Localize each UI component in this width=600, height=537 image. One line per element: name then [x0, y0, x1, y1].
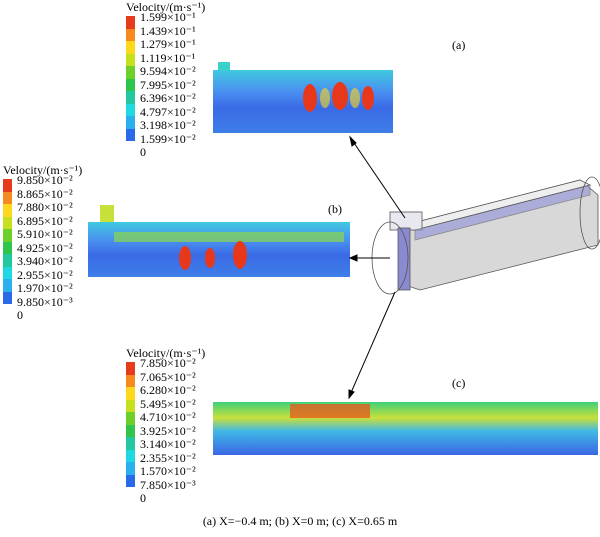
legend-value: 7.880×10⁻² [17, 200, 73, 214]
legend-value: 6.280×10⁻² [140, 383, 196, 397]
colorbar-band [3, 279, 12, 292]
legend-value: 4.797×10⁻² [140, 104, 196, 119]
colorbar-band [126, 66, 135, 79]
legend-value: 5.910×10⁻² [17, 227, 73, 241]
legend-value: 8.865×10⁻² [17, 186, 73, 201]
colorbar-band [3, 266, 12, 279]
legend-value: 9.594×10⁻² [140, 64, 196, 78]
3d-channel-model [371, 176, 600, 295]
velocity-contour-b [88, 205, 350, 277]
legend-value: 3.198×10⁻² [140, 118, 196, 132]
legend-value: 7.850×10⁻³ [140, 477, 196, 492]
velocity-contour-c [213, 402, 598, 455]
legend-value: 0 [17, 308, 23, 322]
legend-value: 1.970×10⁻² [17, 281, 73, 295]
legend-value: 7.065×10⁻² [140, 369, 196, 384]
legend-title: Velocity/(m·s⁻¹) [126, 346, 206, 360]
colorbar-band [126, 28, 135, 41]
legend-value: 1.599×10⁻¹ [140, 10, 196, 24]
colorbar-band [126, 78, 135, 91]
legend-value: 1.439×10⁻¹ [140, 23, 196, 38]
panel-label-b: (b) [328, 202, 342, 216]
colorbar-band [3, 241, 12, 254]
colorbar-band [126, 474, 135, 487]
colorbar-band [126, 424, 135, 437]
legend-value: 2.955×10⁻² [17, 267, 73, 282]
colorbar-band [126, 116, 135, 129]
legend-value: 3.925×10⁻² [140, 423, 196, 438]
colorbar-band [126, 374, 135, 387]
colorbar-band [126, 16, 135, 29]
colorbar-band [126, 412, 135, 425]
legend-value: 1.570×10⁻² [140, 464, 196, 478]
legend-value: 9.850×10⁻³ [17, 294, 73, 309]
velocity-contour-a [213, 62, 393, 133]
colorbar-band [126, 437, 135, 450]
legend-value: 5.495×10⁻² [140, 396, 196, 411]
colorbar-band [126, 128, 135, 141]
panel-label-a: (a) [452, 38, 466, 52]
legend-value: 1.599×10⁻² [140, 131, 196, 146]
panel-label-c: (c) [452, 376, 466, 390]
colorbar-band [126, 387, 135, 400]
colorbar-band [126, 91, 135, 104]
legend-value: 1.279×10⁻¹ [140, 37, 196, 51]
colorbar-band [126, 103, 135, 116]
legend-value: 6.895×10⁻² [17, 213, 73, 228]
colorbar-band [3, 216, 12, 229]
legend-value: 0 [140, 491, 146, 505]
legend-title: Velocity/(m·s⁻¹) [3, 163, 83, 177]
legend-value: 3.140×10⁻² [140, 437, 196, 451]
colorbar-band [126, 449, 135, 462]
colorbar-band [3, 191, 12, 204]
legend-value: 6.396×10⁻² [140, 91, 196, 105]
figure-caption: (a) X=−0.4 m; (b) X=0 m; (c) X=0.65 m [202, 514, 398, 528]
legend-value: 3.940×10⁻² [17, 254, 73, 268]
colorbar-band [126, 53, 135, 66]
legend-value: 7.850×10⁻² [140, 356, 196, 370]
colorbar-band [126, 462, 135, 475]
colorbar [126, 362, 135, 500]
colorbar-band [3, 254, 12, 267]
legend-value: 9.850×10⁻² [17, 173, 73, 187]
legend-value: 0 [140, 145, 146, 159]
legend-title: Velocity/(m·s⁻¹) [126, 0, 206, 14]
colorbar-band [3, 291, 12, 304]
legend-value: 2.355×10⁻² [140, 450, 196, 465]
colorbar-band [3, 229, 12, 242]
legend-value: 7.995×10⁻² [140, 77, 196, 92]
colorbar-band [3, 179, 12, 192]
legend-value: 4.925×10⁻² [17, 240, 73, 255]
colorbar-band [126, 399, 135, 412]
colorbar-band [126, 362, 135, 375]
legend-value: 4.710×10⁻² [140, 410, 196, 424]
colorbar [126, 16, 135, 154]
pointer-arrows [348, 135, 406, 400]
colorbar-band [126, 41, 135, 54]
legend-value: 1.119×10⁻¹ [140, 50, 196, 65]
colorbar [3, 179, 12, 317]
colorbar-band [3, 204, 12, 217]
